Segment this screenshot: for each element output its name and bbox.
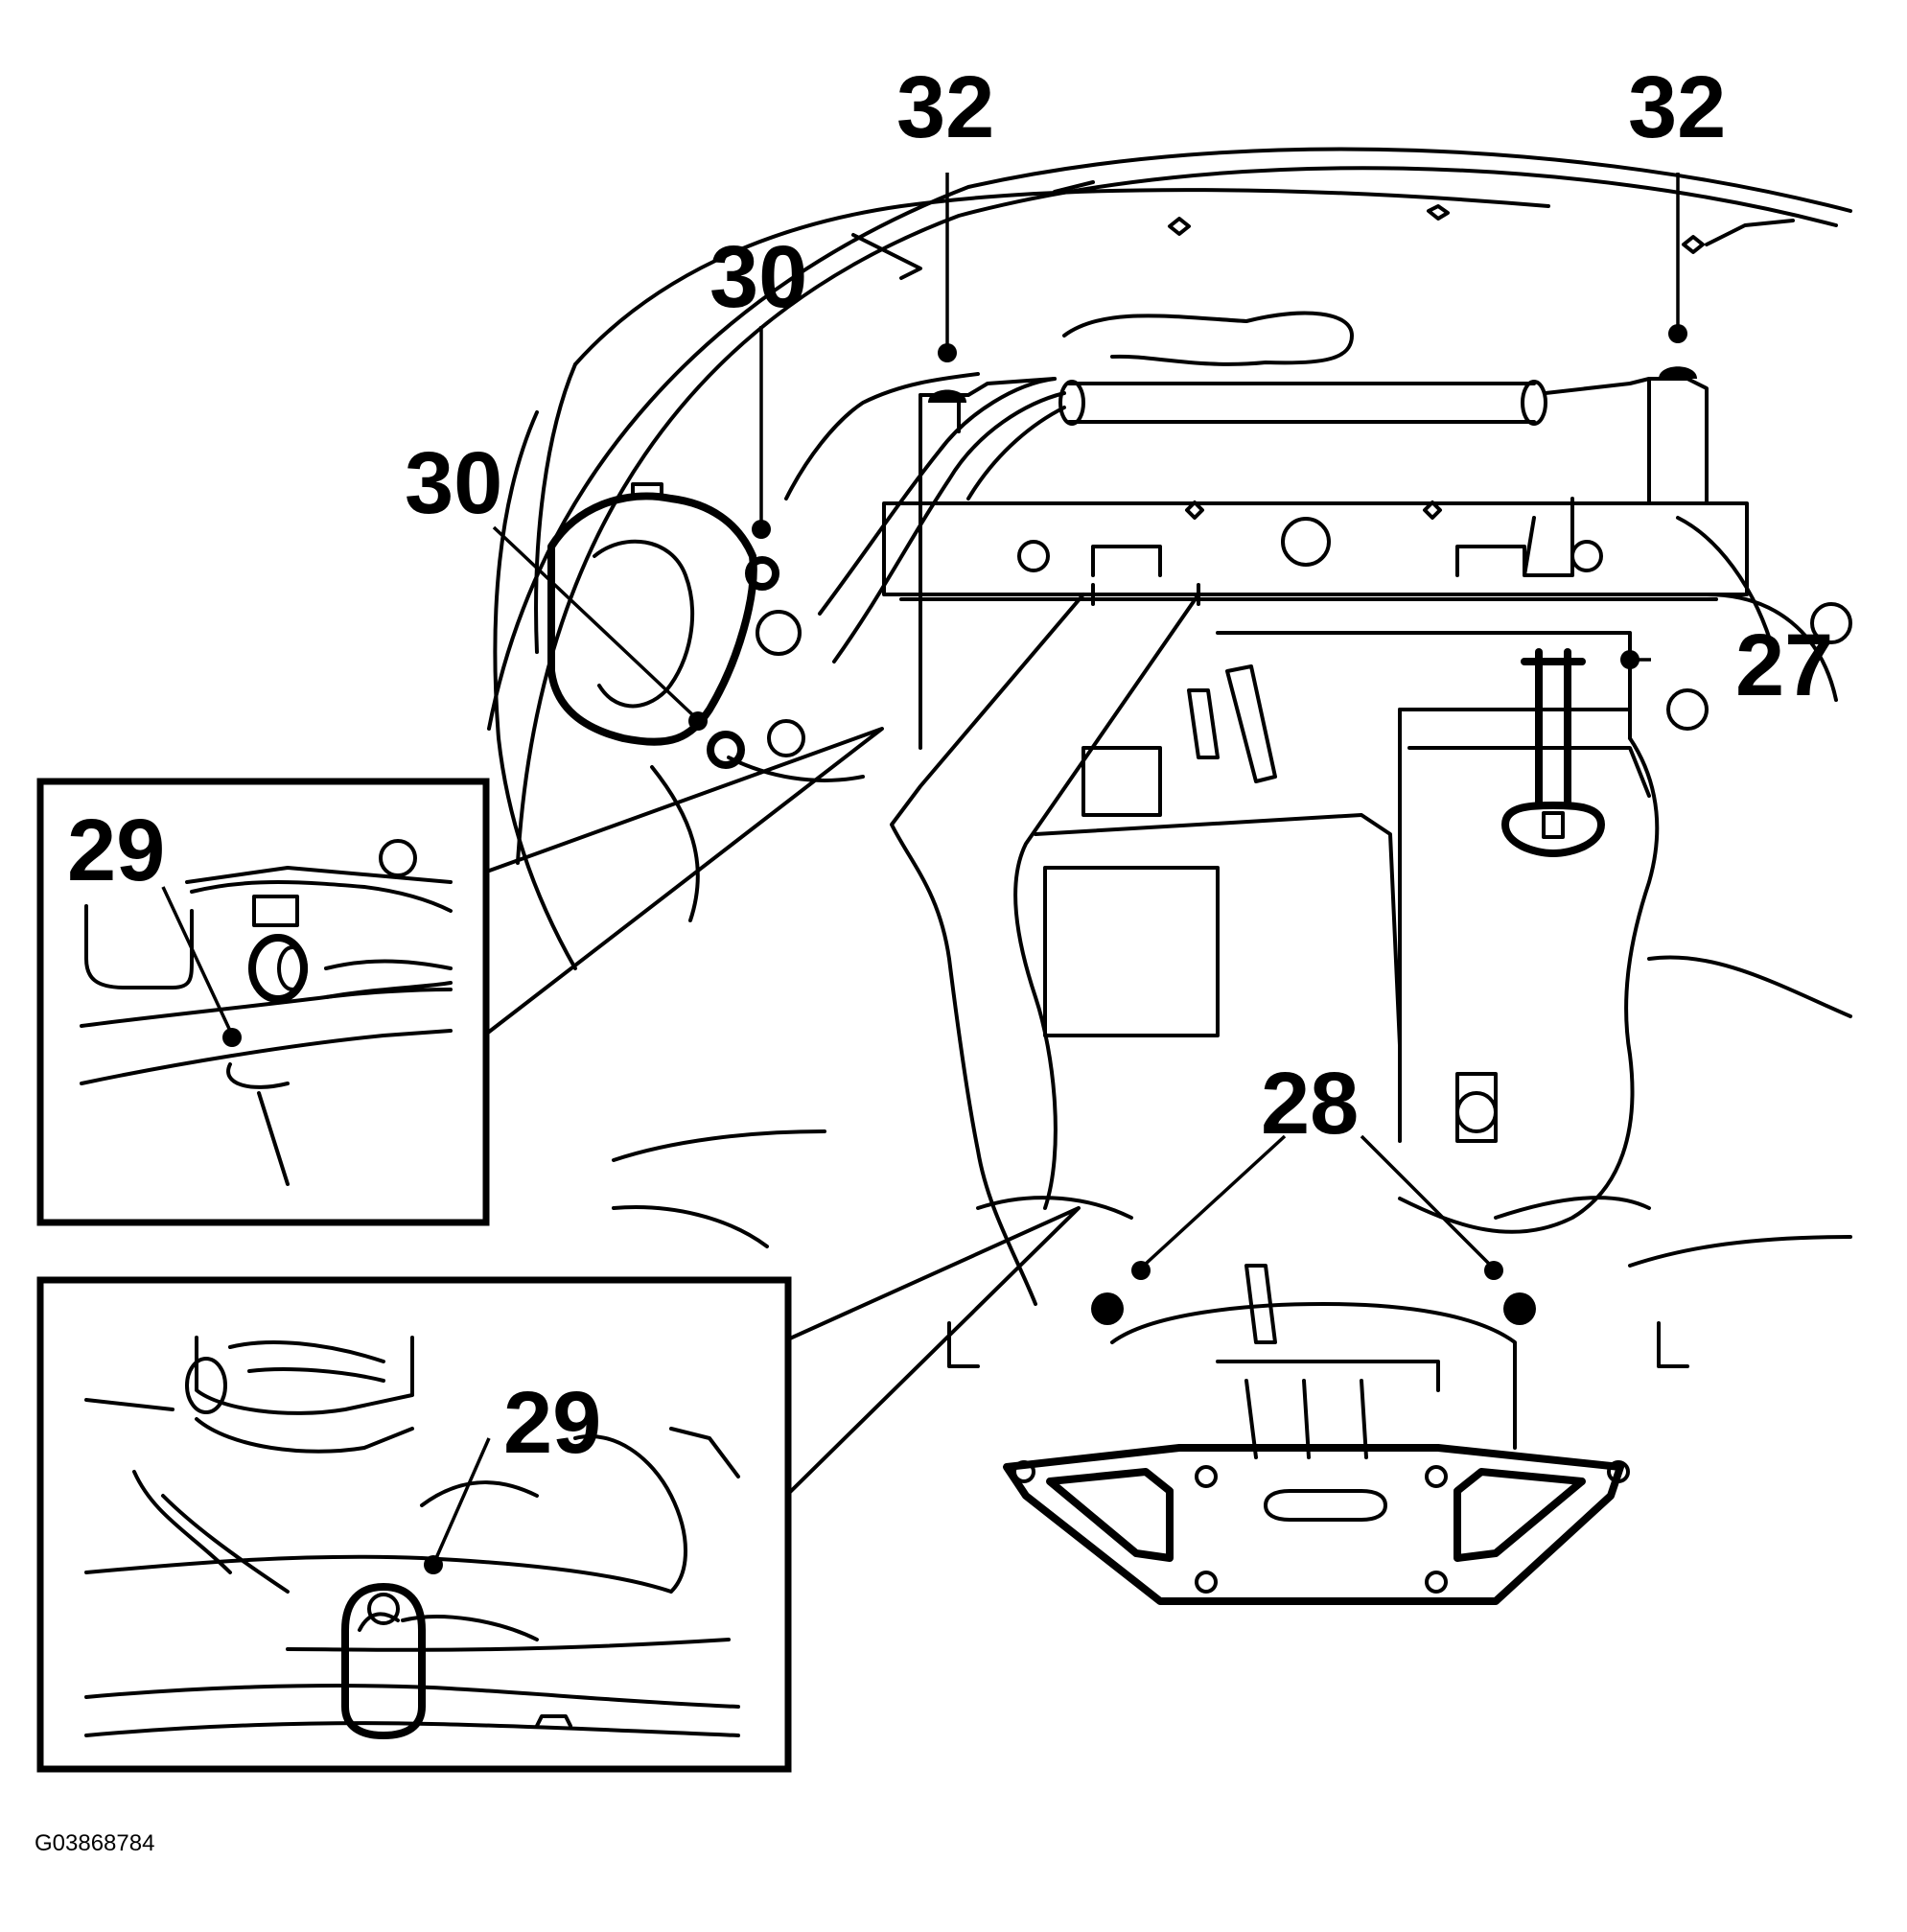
- callout-29-top-inset: 29: [67, 802, 165, 899]
- inset-bottom: [36, 1276, 792, 1773]
- engine-mount-bracket: [947, 1196, 1689, 1605]
- nut-30-lower: [707, 731, 745, 769]
- marker-32-right: [1668, 324, 1687, 343]
- inset-top: [36, 778, 490, 1226]
- marker-28-right: [1484, 1261, 1503, 1280]
- nut-28-left: [1091, 1292, 1124, 1325]
- hose-and-bracket-lines: [784, 311, 1354, 750]
- hub-carrier: [493, 362, 865, 970]
- zoom-pointer-wedges: [482, 727, 1081, 1502]
- callout-32-right: 32: [1628, 58, 1726, 156]
- stabilizer-link: [1501, 648, 1605, 857]
- marker-28-left: [1131, 1261, 1151, 1280]
- figure-id: G03868784: [35, 1830, 154, 1856]
- callout-30-lower: 30: [405, 434, 502, 532]
- nut-28-right: [1503, 1292, 1536, 1325]
- crossmember-plate: [882, 500, 1749, 606]
- chassis-side-lines: [612, 516, 1852, 1268]
- nut-30-upper: [745, 556, 779, 591]
- callout-28: 28: [1261, 1055, 1359, 1152]
- callout-labels: 32 32 30 30 27 28 29 29: [67, 58, 1833, 1472]
- callout-markers: [688, 324, 1697, 1325]
- marker-29-top-inset: [222, 1028, 242, 1047]
- marker-30-upper: [752, 520, 771, 539]
- callout-27: 27: [1735, 617, 1833, 714]
- callout-29-bottom-inset: 29: [503, 1374, 601, 1472]
- bar-clamp-bottom: [341, 1583, 426, 1739]
- callout-32-left: 32: [896, 58, 994, 156]
- fender-arch-outline: [487, 147, 1852, 865]
- upper-tube-rail: [1058, 377, 1709, 505]
- nut-32-left: [928, 389, 966, 403]
- subframe-body: [890, 497, 1660, 1306]
- marker-29-bottom-inset: [424, 1555, 443, 1574]
- marker-30-lower: [688, 711, 708, 731]
- leader-lines: [492, 173, 1680, 1266]
- marker-32-left: [938, 343, 957, 362]
- nut-32-right: [1659, 366, 1697, 379]
- callout-30-upper: 30: [709, 228, 807, 326]
- marker-27: [1620, 650, 1640, 669]
